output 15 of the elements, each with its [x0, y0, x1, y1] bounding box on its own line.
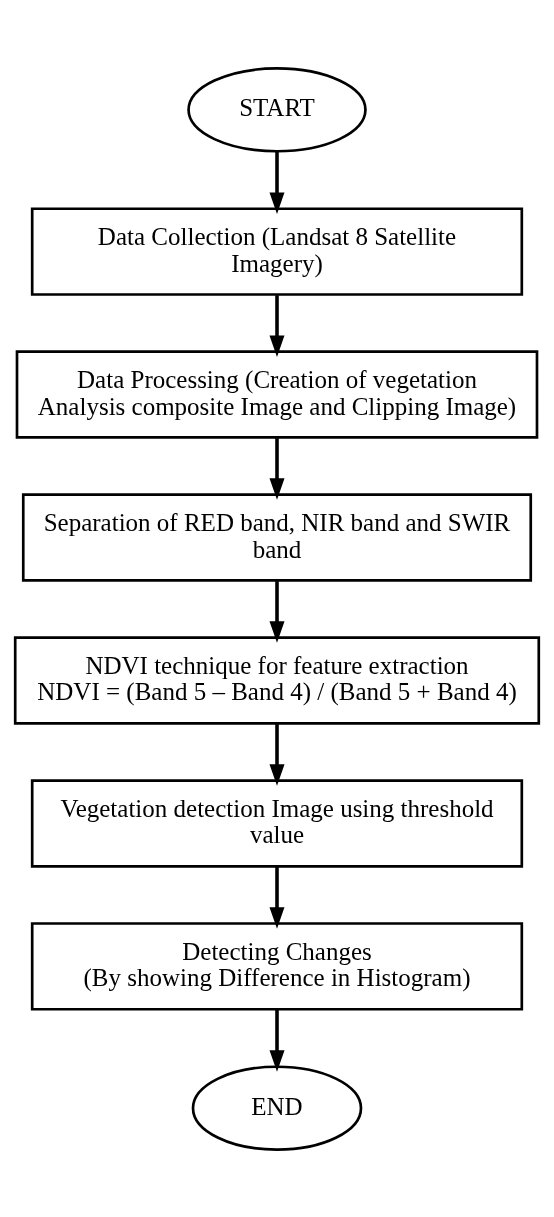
node-ellipse: START	[187, 66, 367, 153]
node-box: NDVI technique for feature extraction NDVI = (Band 5 – Band 4) / (Band 5 + Band 4)	[13, 635, 541, 725]
arrow	[269, 866, 285, 929]
node-box: Data Processing (Creation of vegetation Analysis composite Image and Clipping Image)	[15, 349, 539, 439]
arrow	[269, 580, 285, 643]
node-box: Data Collection (Landsat 8 Satellite Imagery)	[30, 206, 524, 296]
arrow	[269, 151, 285, 214]
arrow	[269, 437, 285, 500]
arrow	[269, 723, 285, 786]
arrow	[269, 294, 285, 357]
node-box: Detecting Changes (By showing Difference in Histogram)	[30, 921, 524, 1011]
node-box: Separation of RED band, NIR band and SWIR band	[21, 492, 533, 582]
arrow	[269, 1009, 285, 1072]
node-box: Vegetation detection Image using threshold value	[30, 778, 524, 868]
node-ellipse: END	[191, 1064, 363, 1151]
